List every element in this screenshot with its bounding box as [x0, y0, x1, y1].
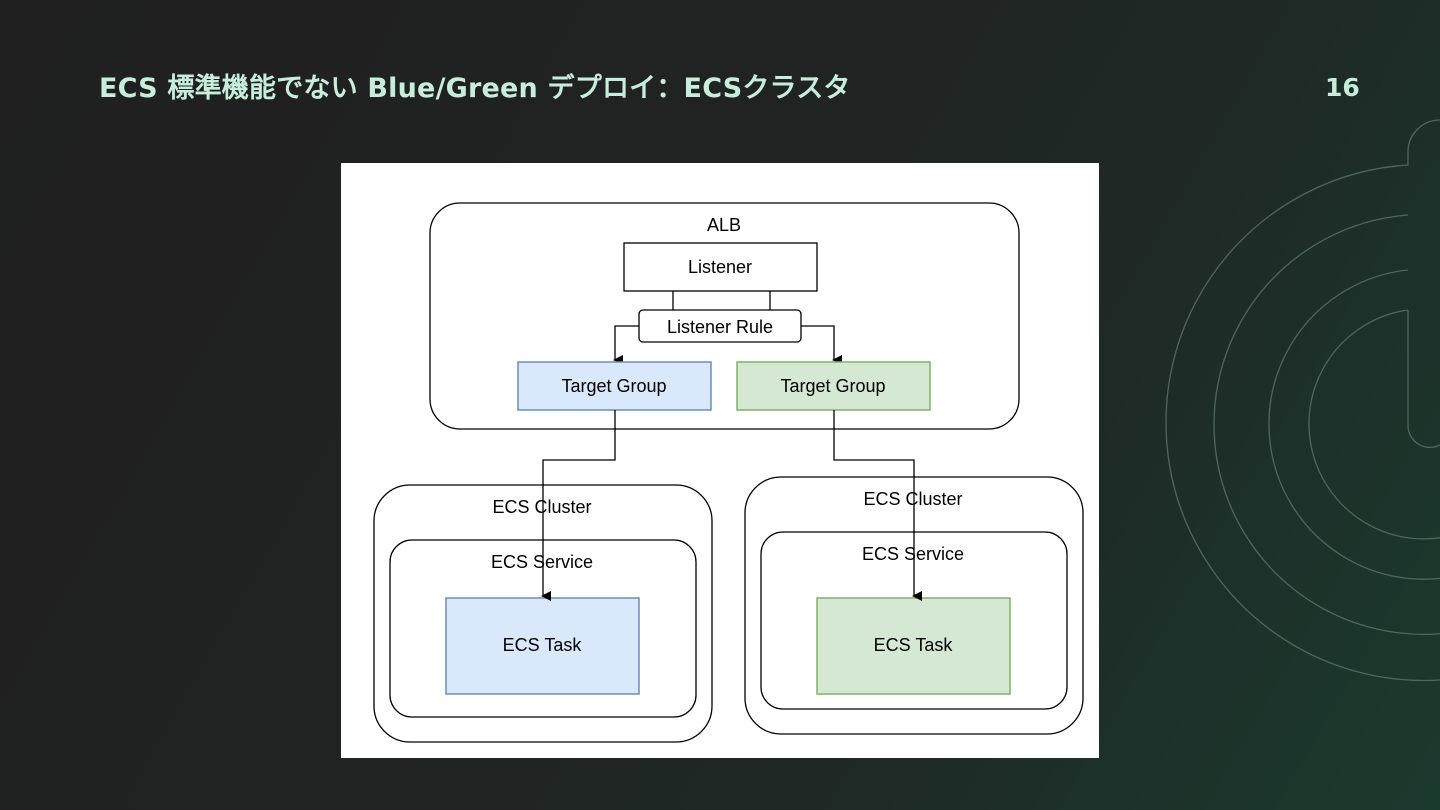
target-group-green-label: Target Group [780, 376, 885, 396]
ecs-cluster-green-label: ECS Cluster [863, 489, 962, 509]
diagram-panel: ALB Listener Listener Rule Target Group … [341, 163, 1099, 758]
target-group-blue-label: Target Group [561, 376, 666, 396]
ecs-cluster-blue-label: ECS Cluster [492, 497, 591, 517]
arrow-target-blue-to-task [541, 410, 616, 601]
ecs-service-green-label: ECS Service [862, 544, 964, 564]
ecs-task-green-label: ECS Task [874, 635, 954, 655]
arrow-rule-to-target-blue [613, 325, 639, 365]
listener-label: Listener [688, 257, 752, 277]
ecs-task-blue-label: ECS Task [503, 635, 583, 655]
ecs-task-green [816, 597, 1011, 695]
alb-label: ALB [707, 215, 741, 235]
ecs-task-blue [445, 597, 640, 695]
ecs-service-blue-label: ECS Service [491, 552, 593, 572]
page-number: 16 [1325, 73, 1360, 102]
arrow-target-green-to-task [833, 410, 922, 601]
listener-box [623, 242, 818, 292]
target-group-blue-box [517, 361, 712, 411]
arrow-rule-to-target-green [801, 325, 842, 365]
slide-title: ECS 標準機能でない Blue/Green デプロイ：ECSクラスタ [99, 73, 851, 104]
concentric-ring-logo-icon [1165, 119, 1440, 682]
architecture-diagram: ALB Listener Listener Rule Target Group … [373, 202, 1084, 743]
listener-rule-label: Listener Rule [667, 317, 773, 337]
